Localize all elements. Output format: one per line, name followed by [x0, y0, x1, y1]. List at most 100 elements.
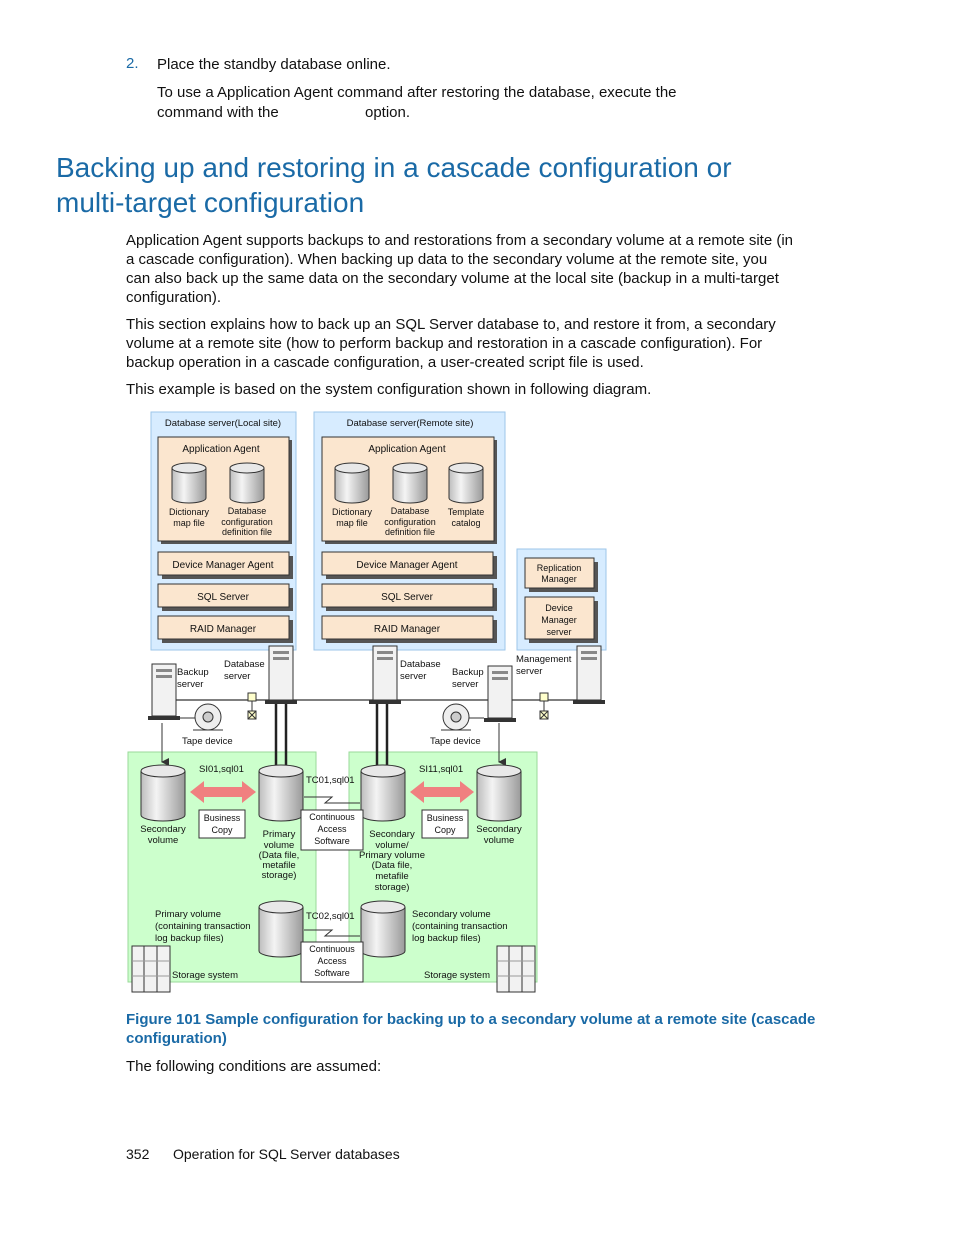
svg-text:storage): storage)	[262, 870, 297, 881]
svg-text:volume: volume	[484, 835, 515, 846]
step-body-line1: To use a Application Agent command after…	[157, 84, 677, 101]
management-server-icon	[573, 645, 605, 704]
svg-text:volume: volume	[264, 840, 295, 851]
svg-text:Software: Software	[314, 968, 350, 978]
svg-text:server: server	[224, 671, 250, 682]
svg-text:SQL Server: SQL Server	[381, 592, 434, 603]
svg-text:Access: Access	[317, 824, 347, 834]
svg-text:Database: Database	[391, 506, 430, 516]
local-raid-manager	[157, 615, 290, 640]
svg-text:log backup files): log backup files)	[412, 933, 481, 944]
backup-server-right-icon	[484, 665, 516, 722]
svg-text:(containing transaction: (containing transaction	[412, 921, 508, 932]
svg-text:Device: Device	[545, 603, 573, 613]
paragraph-3: This example is based on the system conf…	[126, 381, 652, 398]
page-number: 352	[126, 1146, 150, 1162]
database-server-right-icon	[369, 645, 401, 704]
primary-volume-cylinder	[258, 764, 304, 822]
svg-text:Primary volume: Primary volume	[359, 850, 425, 861]
remote-raid-manager	[321, 615, 494, 640]
step-body-line2b: option.	[365, 104, 411, 121]
svg-text:TC01,sql01: TC01,sql01	[306, 775, 355, 786]
svg-text:RAID Manager: RAID Manager	[374, 624, 441, 635]
svg-text:RAID Manager: RAID Manager	[190, 624, 257, 635]
continuous-access-box-2	[300, 941, 364, 983]
configuration-diagram: Database server(Local site) Application …	[127, 411, 607, 993]
svg-text:Backup: Backup	[177, 667, 209, 678]
step-body-line2a: command with the	[157, 104, 279, 121]
svg-text:server: server	[452, 679, 478, 690]
business-copy-right-box	[421, 809, 469, 839]
continuous-access-box-1	[300, 809, 364, 851]
svg-text:Database: Database	[228, 506, 267, 516]
remote-dictionary-map-cylinder	[334, 462, 370, 504]
tape-device-right-icon	[441, 703, 471, 731]
secondary-volume-left-cylinder	[140, 764, 186, 822]
section-title-line1: Backing up and restoring in a cascade co…	[56, 152, 732, 183]
section-title-line2: multi-target configuration	[56, 187, 365, 218]
svg-text:Primary: Primary	[263, 829, 296, 840]
svg-text:configuration: configuration	[221, 517, 273, 527]
storage-system-right-icon	[496, 945, 536, 993]
svg-text:Backup: Backup	[452, 667, 484, 678]
svg-text:Database: Database	[224, 659, 265, 670]
svg-text:server: server	[516, 666, 542, 677]
business-copy-arrow-right	[410, 781, 474, 803]
svg-text:Continuous: Continuous	[309, 944, 355, 954]
remote-site-label: Database server(Remote site)	[347, 418, 474, 429]
secondary-primary-volume-cylinder	[360, 764, 406, 822]
section-title: Backing up and restoring in a cascade co…	[56, 150, 836, 220]
svg-text:map file: map file	[336, 518, 368, 528]
figure-caption: Figure 101 Sample configuration for back…	[126, 1011, 816, 1047]
local-db-config-cylinder	[229, 462, 265, 504]
svg-text:Application Agent: Application Agent	[182, 444, 260, 455]
step-number: 2.	[126, 55, 139, 72]
remote-template-catalog-cylinder	[448, 462, 484, 504]
svg-text:Tape device: Tape device	[182, 736, 233, 747]
primary-log-volume-cylinder	[258, 900, 304, 958]
svg-text:configuration: configuration	[384, 517, 436, 527]
svg-text:Device Manager Agent: Device Manager Agent	[356, 560, 457, 571]
svg-text:Software: Software	[314, 836, 350, 846]
svg-text:storage): storage)	[375, 882, 410, 893]
database-server-left-icon	[265, 645, 297, 704]
remote-sql-server	[321, 583, 494, 608]
svg-text:Secondary: Secondary	[369, 829, 415, 840]
remote-db-config-cylinder	[392, 462, 428, 504]
tape-device-left-icon	[193, 703, 223, 731]
remote-device-manager-agent	[321, 551, 494, 576]
backup-server-left-icon	[148, 663, 180, 720]
svg-text:Copy: Copy	[211, 825, 233, 835]
business-copy-arrow-left	[190, 781, 256, 803]
svg-text:Manager: Manager	[541, 574, 577, 584]
svg-text:map file: map file	[173, 518, 205, 528]
svg-text:Secondary: Secondary	[140, 824, 186, 835]
svg-text:server: server	[546, 627, 571, 637]
svg-text:definition file: definition file	[385, 527, 435, 537]
svg-text:log backup files): log backup files)	[155, 933, 224, 944]
svg-text:Dictionary: Dictionary	[169, 507, 210, 517]
svg-text:server: server	[177, 679, 203, 690]
svg-text:Access: Access	[317, 956, 347, 966]
svg-text:Device Manager Agent: Device Manager Agent	[172, 560, 273, 571]
paragraph-2: This section explains how to back up an …	[126, 316, 776, 371]
device-manager-server-box	[524, 596, 595, 640]
svg-text:Secondary volume: Secondary volume	[412, 909, 491, 920]
svg-text:SQL Server: SQL Server	[197, 592, 250, 603]
svg-text:metafile: metafile	[262, 860, 295, 871]
svg-text:(Data file,: (Data file,	[259, 850, 300, 861]
svg-text:Tape device: Tape device	[430, 736, 481, 747]
svg-text:TC02,sql01: TC02,sql01	[306, 911, 355, 922]
local-sql-server	[157, 583, 290, 608]
paragraph-1: Application Agent supports backups to an…	[126, 232, 794, 306]
svg-text:Template: Template	[448, 507, 485, 517]
replication-manager-box	[524, 557, 595, 589]
storage-system-left-icon	[131, 945, 171, 993]
svg-text:(containing transaction: (containing transaction	[155, 921, 251, 932]
svg-text:Continuous: Continuous	[309, 812, 355, 822]
business-copy-left-box	[198, 809, 246, 839]
svg-text:(Data file,: (Data file,	[372, 860, 413, 871]
svg-text:catalog: catalog	[451, 518, 480, 528]
svg-text:Replication: Replication	[537, 563, 582, 573]
local-device-manager-agent	[157, 551, 290, 576]
